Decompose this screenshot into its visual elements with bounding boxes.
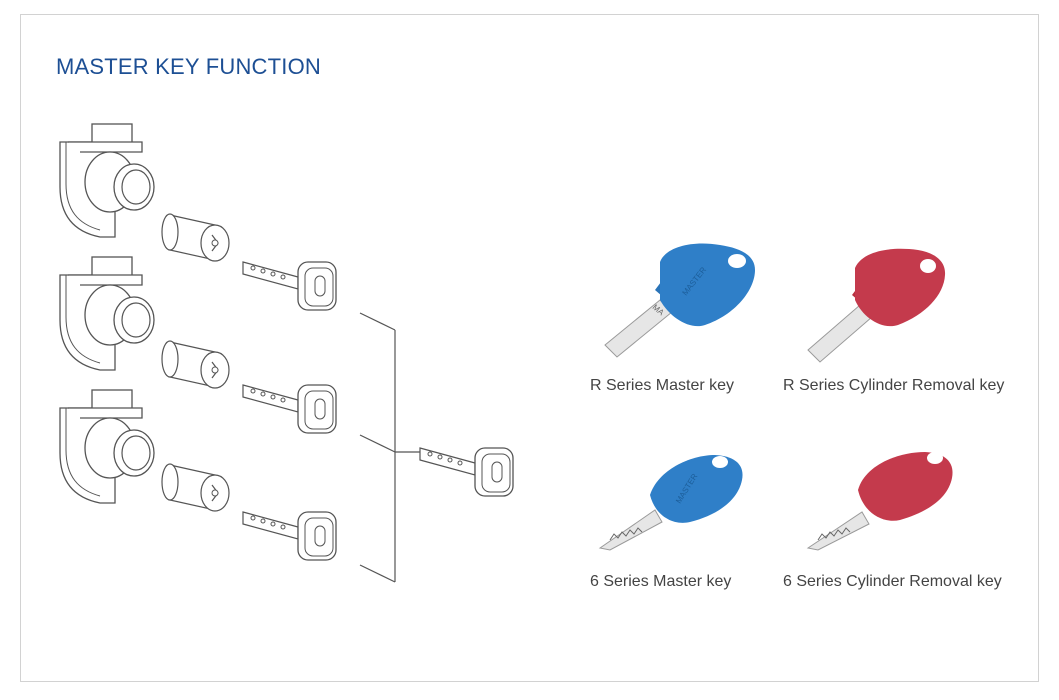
r-series-removal-key — [807, 248, 946, 363]
caption-r-series-removal-key: R Series Cylinder Removal key — [783, 377, 1005, 394]
page-title: MASTER KEY FUNCTION — [56, 54, 321, 79]
connector-bracket — [359, 312, 420, 583]
cam-lock-3 — [59, 389, 155, 504]
caption-r-series-master-key: R Series Master key — [590, 377, 735, 394]
cylinder-3 — [161, 463, 230, 512]
six-series-master-key: MASTER — [598, 455, 743, 551]
six-series-removal-key — [806, 452, 953, 551]
caption-six-series-removal-key: 6 Series Cylinder Removal key — [783, 573, 1002, 590]
individual-key-2 — [242, 384, 337, 434]
caption-six-series-master-key: 6 Series Master key — [590, 573, 732, 590]
individual-key-1 — [242, 261, 337, 311]
master-key-outline — [419, 447, 514, 497]
cylinder-2 — [161, 340, 230, 389]
r-series-master-key: MASTER MA — [604, 243, 755, 358]
cylinder-1 — [161, 213, 230, 262]
cam-lock-1 — [59, 123, 155, 238]
cam-lock-2 — [59, 256, 155, 371]
individual-key-3 — [242, 511, 337, 561]
